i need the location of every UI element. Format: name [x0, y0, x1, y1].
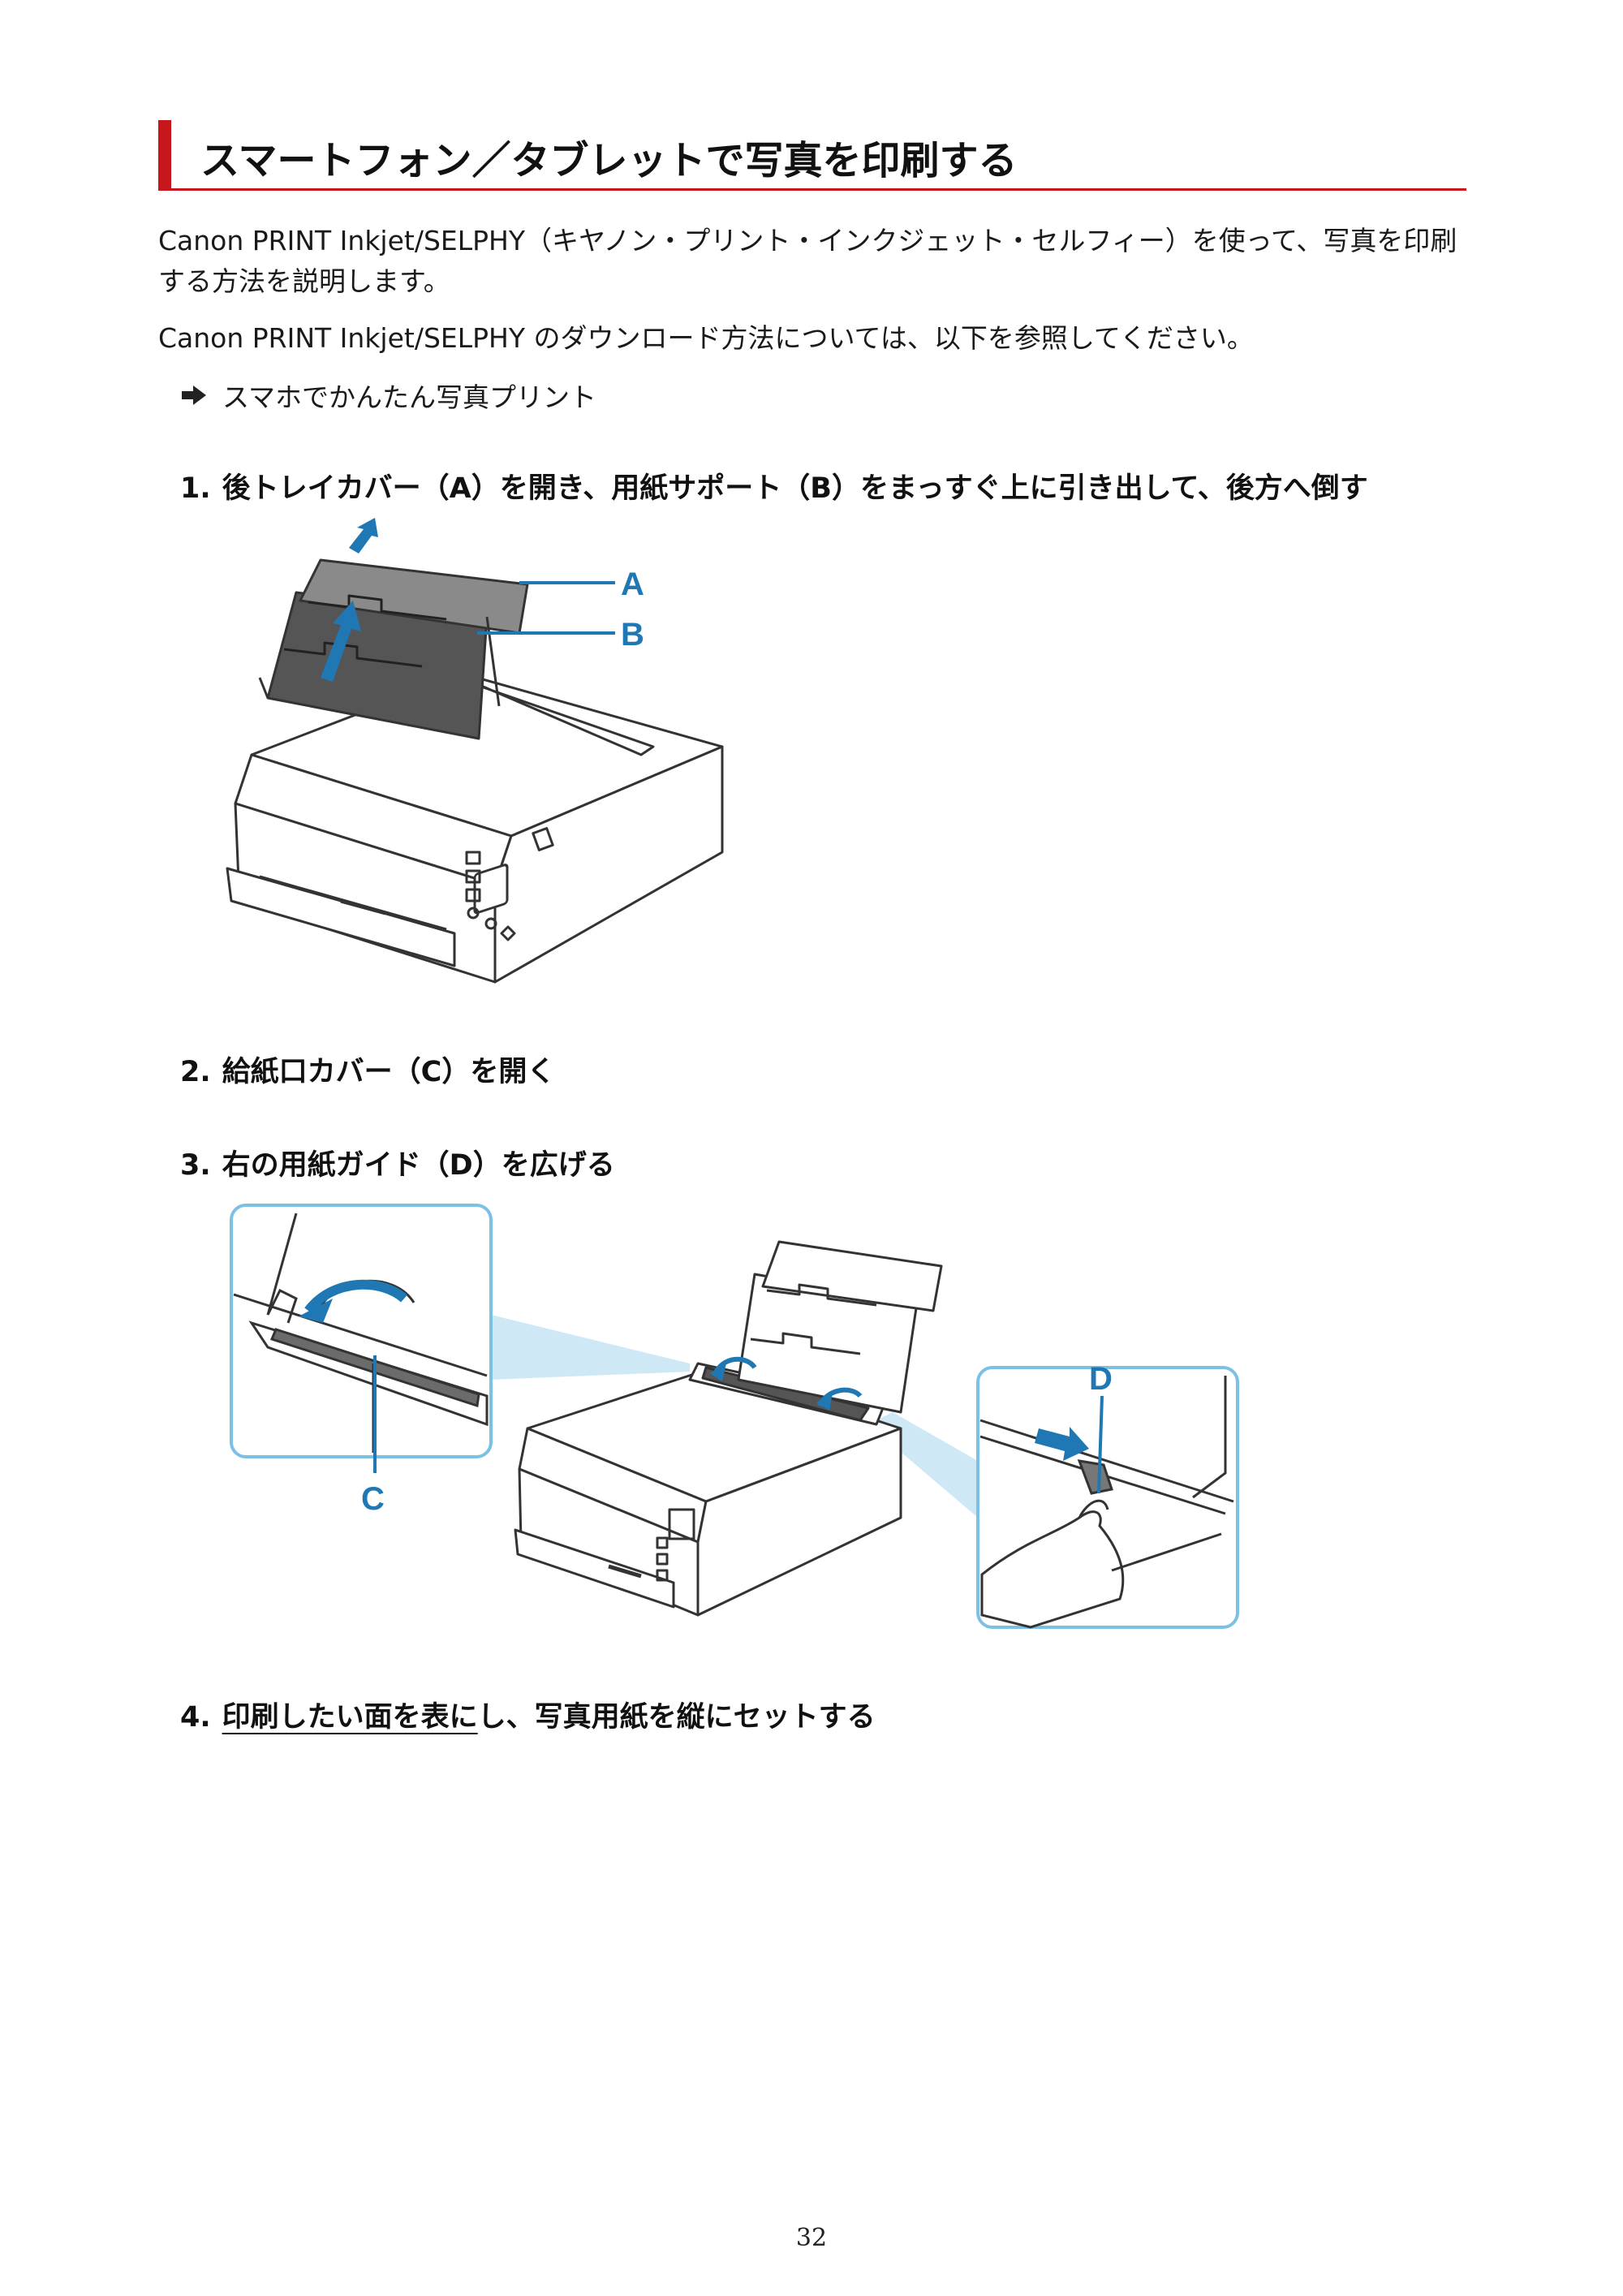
link-row[interactable]: スマホでかんたん写真プリント	[180, 375, 596, 416]
step-2: 2. 給紙口カバー（C）を開く	[180, 1049, 555, 1090]
callout-label-d: D	[1089, 1361, 1113, 1397]
step-2-number: 2.	[180, 1056, 211, 1088]
step-1-number: 1.	[180, 472, 211, 505]
arrow-right-icon	[182, 386, 206, 405]
step-3: 3. 右の用紙ガイド（D）を広げる	[180, 1142, 615, 1183]
intro-paragraph: Canon PRINT Inkjet/SELPHY（キヤノン・プリント・インクジ…	[158, 225, 1457, 297]
page-title-block: スマートフォン／タブレットで写真を印刷する	[158, 120, 1466, 191]
step-4: 4. 印刷したい面を表にし、写真用紙を縦にセットする	[180, 1694, 876, 1735]
step-3-number: 3.	[180, 1149, 211, 1182]
download-paragraph: Canon PRINT Inkjet/SELPHY のダウンロード方法については…	[158, 322, 1254, 354]
step-4-link-text[interactable]: 印刷したい面を表に	[222, 1701, 478, 1734]
callout-label-c: C	[361, 1481, 385, 1517]
step-1: 1. 後トレイカバー（A）を開き、用紙サポート（B）をまっすぐ上に引き出して、後方…	[180, 465, 1368, 506]
callout-label-b: B	[621, 617, 644, 653]
figure-feed-slot-and-guide: C D	[230, 1204, 1239, 1629]
step-1-text: 後トレイカバー（A）を開き、用紙サポート（B）をまっすぐ上に引き出して、後方へ倒…	[222, 472, 1368, 505]
step-4-text: し、写真用紙を縦にセットする	[477, 1701, 876, 1734]
figure-rear-tray-printer: A B	[226, 518, 724, 984]
step-3-text: 右の用紙ガイド（D）を広げる	[222, 1149, 615, 1182]
smartphone-photo-print-link[interactable]: スマホでかんたん写真プリント	[222, 381, 597, 413]
step-2-text: 給紙口カバー（C）を開く	[222, 1056, 556, 1088]
callout-label-a: A	[621, 566, 644, 602]
step-4-number: 4.	[180, 1701, 211, 1734]
page-number: 32	[795, 2224, 828, 2252]
page-title: スマートフォン／タブレットで写真を印刷する	[200, 138, 1018, 183]
title-accent-bar	[158, 120, 171, 190]
